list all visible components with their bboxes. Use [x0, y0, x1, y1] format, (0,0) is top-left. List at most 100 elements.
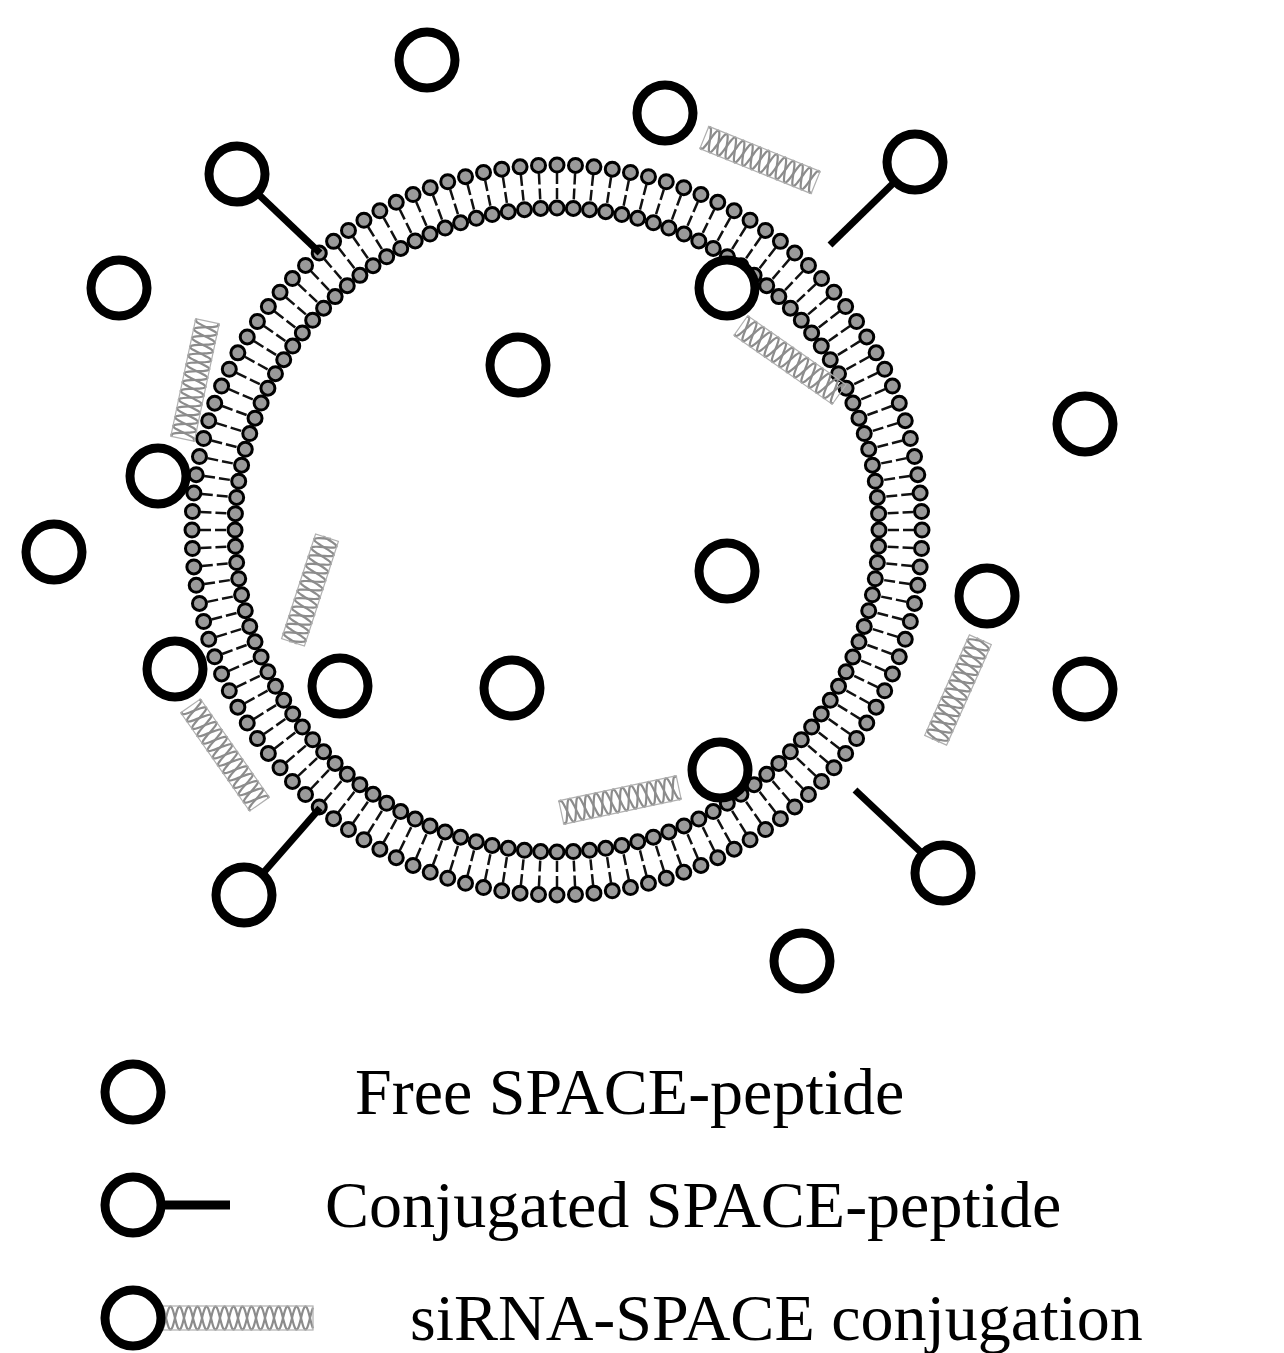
- lipid-tail: [216, 629, 242, 637]
- sirna-helix: [925, 635, 992, 745]
- space-peptide: [774, 933, 830, 989]
- lipid-head: [659, 175, 673, 189]
- lipid-head: [501, 205, 515, 219]
- lipid-tail: [207, 458, 233, 463]
- lipid-head: [459, 876, 473, 890]
- lipid-tail: [485, 853, 490, 879]
- lipid-head: [423, 181, 437, 195]
- lipid-head: [254, 650, 268, 664]
- lipid-head: [441, 175, 455, 189]
- lipid-tail: [887, 547, 914, 548]
- lipid-tail: [866, 645, 891, 654]
- lipid-head: [815, 272, 829, 286]
- lipid-head: [240, 716, 254, 730]
- lipid-head: [839, 665, 853, 679]
- lipid-head: [801, 788, 815, 802]
- lipid-head: [299, 788, 313, 802]
- lipid-head: [485, 838, 499, 852]
- lipid-tail: [400, 209, 412, 233]
- lipid-head: [815, 774, 829, 788]
- lipid-head: [878, 362, 892, 376]
- lipid-head: [197, 614, 211, 628]
- lipid-head: [230, 556, 244, 570]
- lipid-head: [677, 181, 691, 195]
- lipid-tail: [607, 177, 611, 204]
- lipid-head: [659, 871, 673, 885]
- lipid-head: [839, 300, 853, 314]
- lipid-head: [623, 165, 637, 179]
- lipid-tail: [521, 175, 524, 202]
- lipid-tail: [433, 195, 442, 220]
- lipid-head: [254, 396, 268, 410]
- lipid-head: [187, 560, 201, 574]
- lipid-tail: [384, 819, 397, 843]
- lipid-head: [441, 871, 455, 885]
- lipid-tail: [607, 856, 611, 883]
- lipid-head: [641, 170, 655, 184]
- space-peptide: [130, 448, 186, 504]
- lipid-tail: [324, 780, 342, 800]
- lipid-head: [566, 201, 580, 215]
- lipid-head: [694, 858, 708, 872]
- lipid-tail: [818, 732, 839, 749]
- lipid-head: [340, 279, 354, 293]
- lipid-head: [868, 572, 882, 586]
- lipid-head: [903, 614, 917, 628]
- lipid-head: [869, 700, 883, 714]
- lipid-tail: [640, 849, 647, 875]
- space-peptide: [692, 742, 748, 798]
- lipid-head: [872, 539, 886, 553]
- lipid-head: [273, 761, 287, 775]
- lipid-tail: [623, 853, 628, 879]
- lipid-head: [423, 819, 437, 833]
- lipid-tail: [485, 180, 490, 206]
- lipid-head: [862, 604, 876, 618]
- lipid-tail: [338, 248, 355, 269]
- lipid-head: [192, 596, 206, 610]
- lipid-head: [389, 851, 403, 865]
- lipid-tail: [746, 801, 761, 823]
- lipid-head: [185, 523, 199, 537]
- lipid-head: [631, 835, 645, 849]
- lipid-tail: [368, 810, 382, 833]
- lipid-head: [915, 541, 929, 555]
- lipid-head: [911, 468, 925, 482]
- lipid-head: [646, 216, 660, 230]
- lipid-head: [534, 201, 548, 215]
- lipid-head: [230, 490, 244, 504]
- lipid-head: [232, 572, 246, 586]
- lipid-head: [692, 812, 706, 826]
- lipid-head: [852, 635, 866, 649]
- lipid-head: [438, 221, 452, 235]
- lipid-head: [235, 588, 249, 602]
- lipid-head: [215, 667, 229, 681]
- space-peptide: [147, 641, 203, 697]
- lipid-tail: [717, 218, 730, 242]
- lipid-head: [615, 838, 629, 852]
- lipid-tail: [204, 580, 231, 584]
- lipid-head: [794, 313, 808, 327]
- lipid-head: [299, 258, 313, 272]
- legend-label: Free SPACE-peptide: [355, 1059, 904, 1125]
- lipid-head: [232, 474, 246, 488]
- lipid-head: [550, 201, 564, 215]
- lipid-head: [189, 578, 203, 592]
- lipid-head: [550, 845, 564, 859]
- lipid-head: [517, 843, 531, 857]
- lipid-head: [327, 812, 341, 826]
- lipid-head: [238, 604, 252, 618]
- lipid-head: [568, 888, 582, 902]
- lipid-tail: [433, 839, 442, 864]
- lipid-tail: [521, 858, 524, 885]
- lipid-head: [677, 819, 691, 833]
- lipid-head: [898, 632, 912, 646]
- lipid-head: [727, 204, 741, 218]
- lipid-head: [898, 414, 912, 428]
- lipid-tail: [468, 849, 475, 875]
- lipid-head: [454, 216, 468, 230]
- lipid-head: [805, 326, 819, 340]
- lipid-tail: [887, 529, 914, 532]
- lipid-tail: [876, 441, 902, 448]
- lipid-head: [913, 486, 927, 500]
- lipid-tail: [245, 690, 269, 703]
